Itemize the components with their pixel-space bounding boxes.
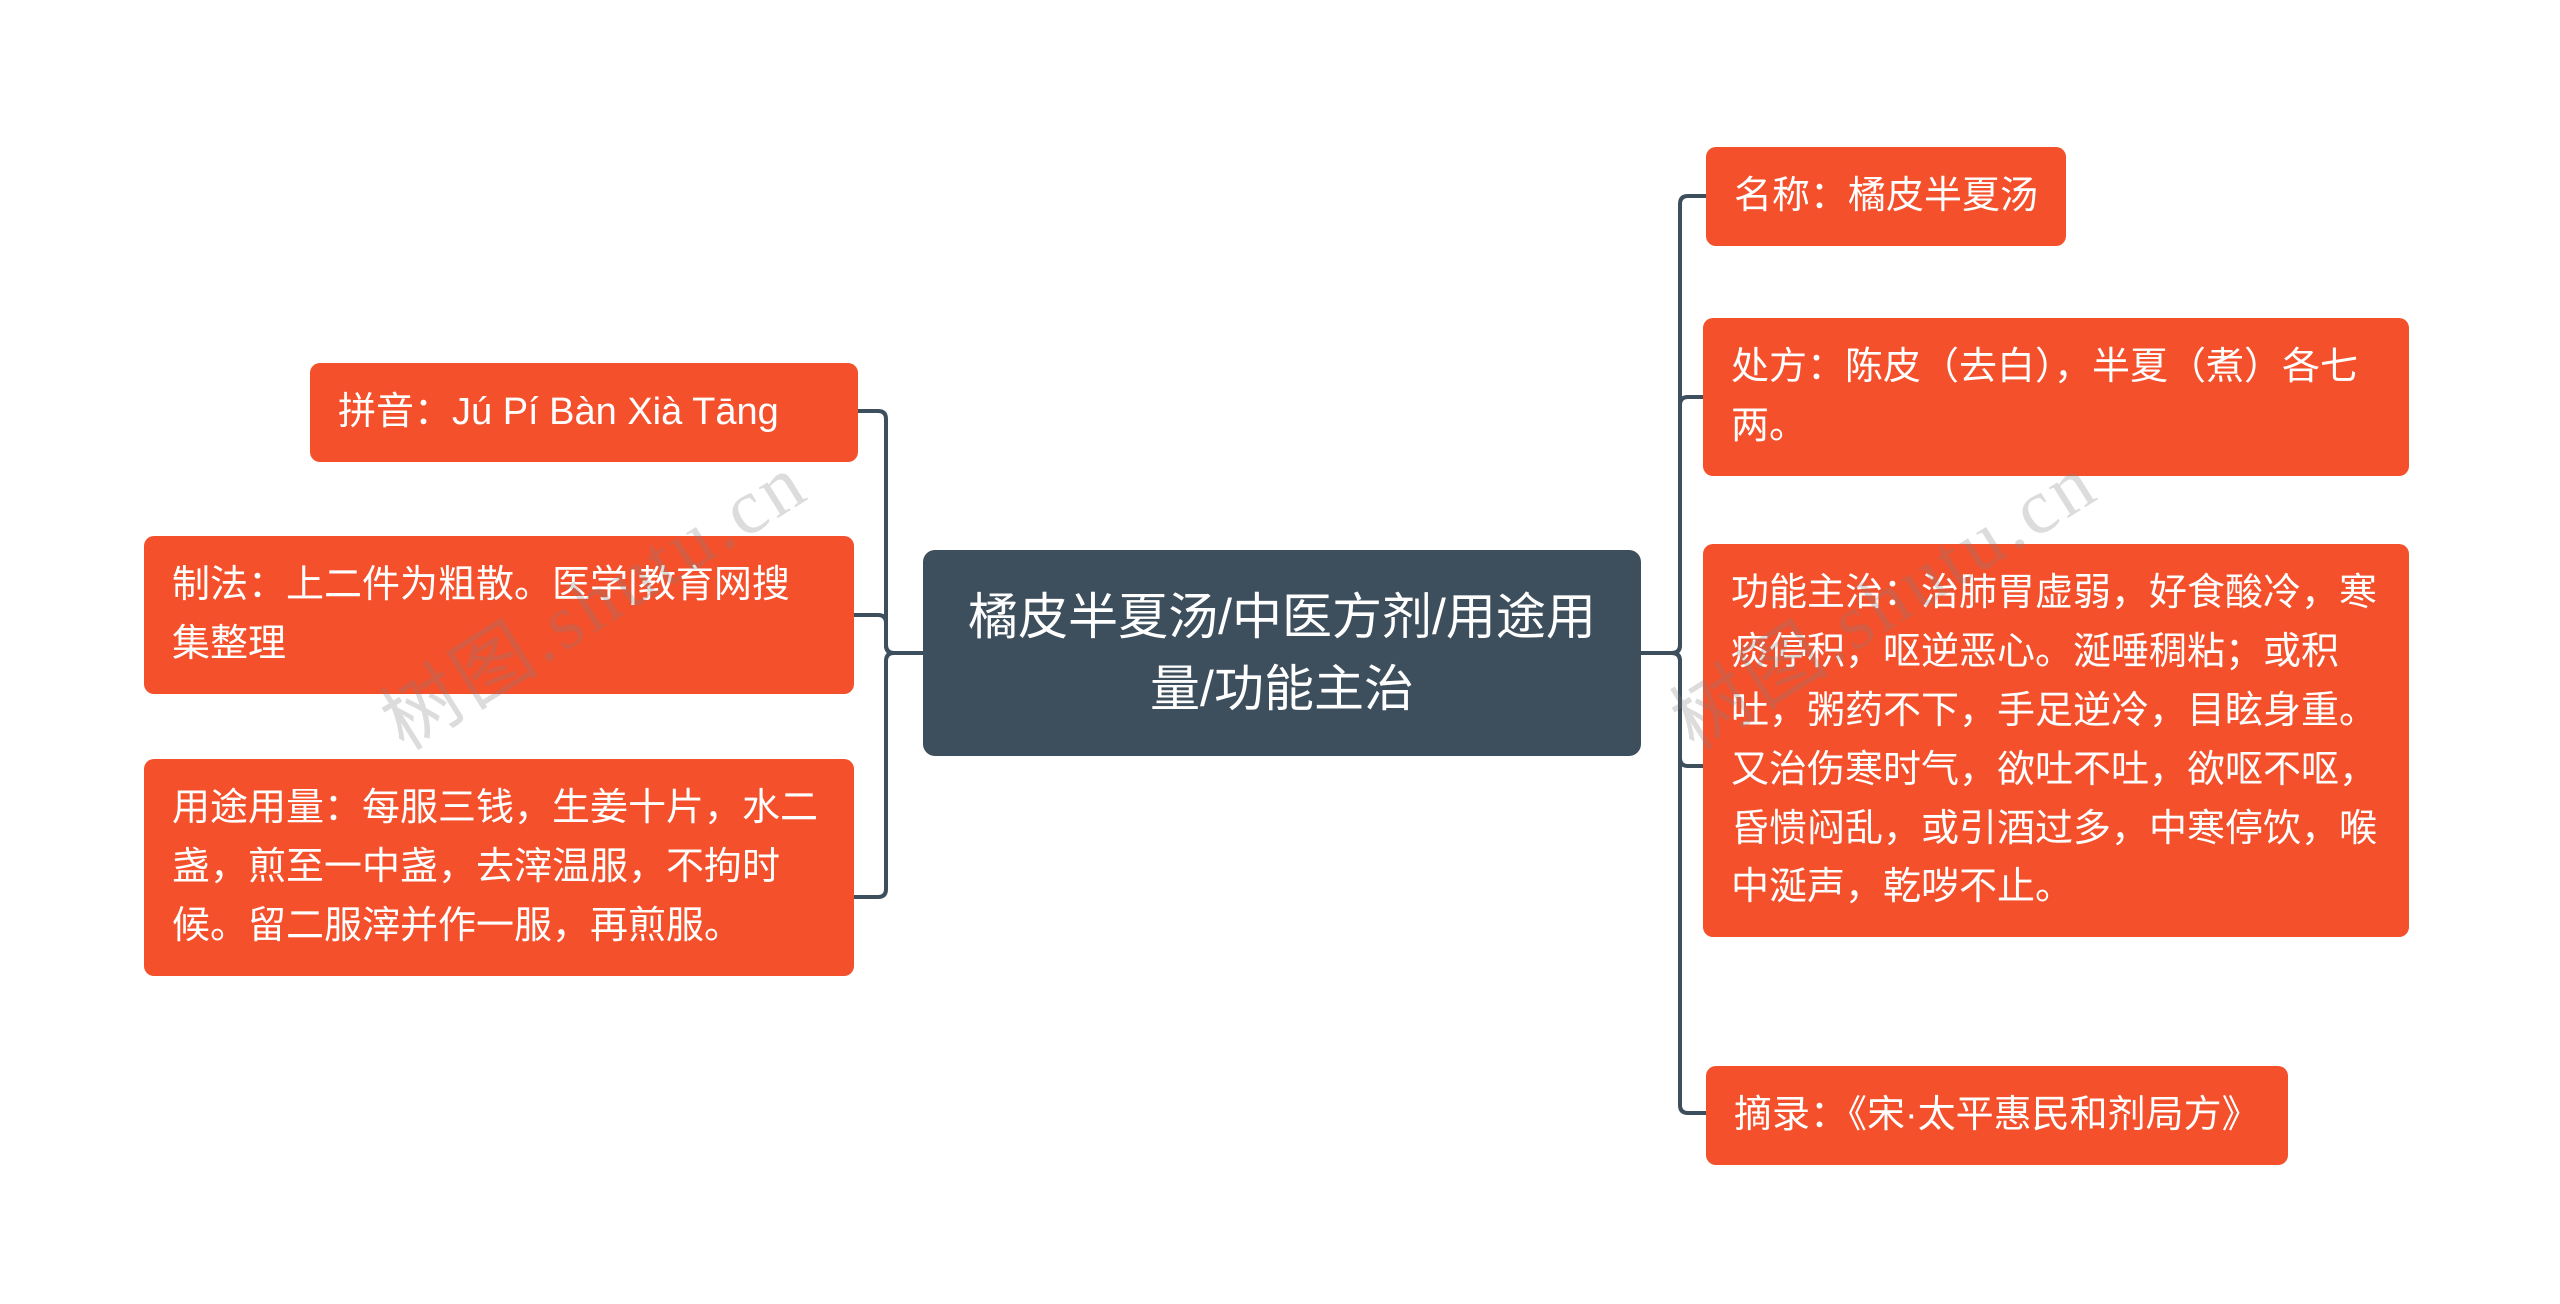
node-indications[interactable]: 功能主治：治肺胃虚弱，好食酸冷，寒痰停积，呕逆恶心。涎唾稠粘；或积吐，粥药不下，… xyxy=(1703,544,2409,938)
node-name-label: 名称：橘皮半夏汤 xyxy=(1734,175,2039,217)
connector-left-dosage xyxy=(852,651,925,899)
node-pinyin[interactable]: 拼音：Jú Pí Bàn Xià Tāng xyxy=(310,363,858,462)
node-preparation-method[interactable]: 制法：上二件为粗散。医学|教育网搜集整理 xyxy=(144,536,854,694)
node-usage-dosage[interactable]: 用途用量：每服三钱，生姜十片，水二盏，煎至一中盏，去滓温服，不拘时候。留二服滓并… xyxy=(144,759,854,976)
node-indications-label: 功能主治：治肺胃虚弱，好食酸冷，寒痰停积，呕逆恶心。涎唾稠粘；或积吐，粥药不下，… xyxy=(1731,572,2378,909)
connector-right-indications xyxy=(1639,651,1705,768)
connector-right-prescription xyxy=(1639,395,1705,655)
node-name[interactable]: 名称：橘皮半夏汤 xyxy=(1706,147,2067,246)
connector-right-excerpt xyxy=(1639,651,1708,1115)
central-topic-node[interactable]: 橘皮半夏汤/中医方剂/用途用量/功能主治 xyxy=(923,550,1641,756)
node-usage-dosage-label: 用途用量：每服三钱，生姜十片，水二盏，煎至一中盏，去滓温服，不拘时候。留二服滓并… xyxy=(172,787,819,947)
central-topic-label: 橘皮半夏汤/中医方剂/用途用量/功能主治 xyxy=(968,588,1596,718)
connector-left-method xyxy=(852,613,925,655)
node-prescription[interactable]: 处方：陈皮（去白），半夏（煮）各七两。 xyxy=(1703,318,2409,476)
node-pinyin-label: 拼音：Jú Pí Bàn Xià Tāng xyxy=(338,391,779,433)
connector-right-name xyxy=(1639,194,1708,655)
node-prescription-label: 处方：陈皮（去白），半夏（煮）各七两。 xyxy=(1731,346,2359,447)
node-excerpt-source-label: 摘录：《宋·太平惠民和剂局方》 xyxy=(1734,1094,2260,1136)
node-preparation-method-label: 制法：上二件为粗散。医学|教育网搜集整理 xyxy=(172,564,790,665)
node-excerpt-source[interactable]: 摘录：《宋·太平惠民和剂局方》 xyxy=(1706,1066,2288,1165)
